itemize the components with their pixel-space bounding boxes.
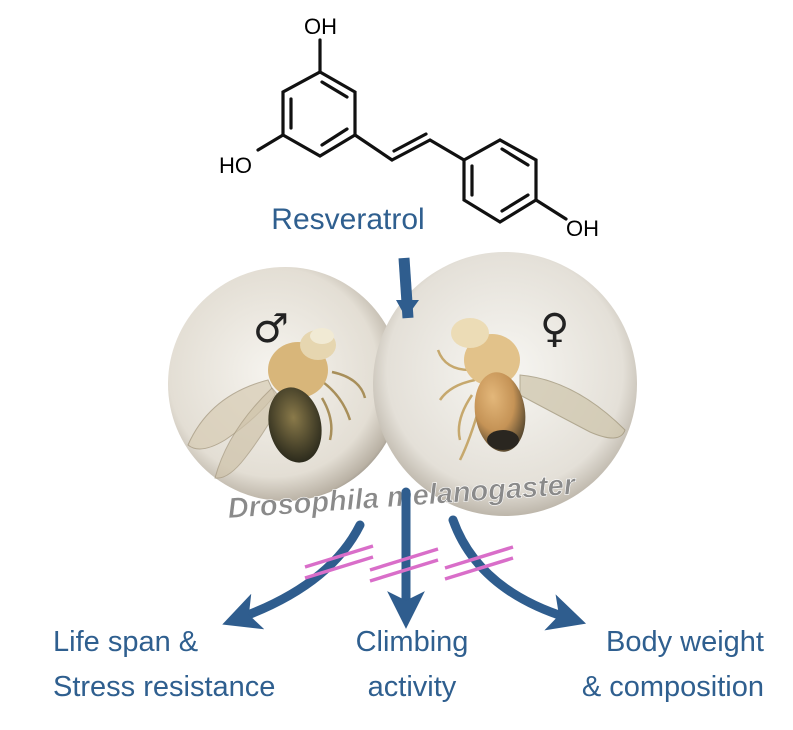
outcome-body-weight-line2: & composition [582, 671, 764, 703]
male-fly-illustration [187, 328, 367, 479]
resorcinol-ring [281, 70, 357, 158]
outcome-climbing-line1: Climbing [356, 626, 469, 658]
no-effect-marks [304, 544, 514, 583]
female-symbol: ♀ [540, 306, 569, 352]
outcome-climbing-line2: activity [368, 671, 457, 703]
atom-ho-left: HO [219, 153, 252, 178]
phenol-ring [462, 138, 538, 224]
outcome-body-weight-line1: Body weight [606, 626, 764, 658]
arrow-compound-to-flies [396, 257, 419, 319]
no-effect-mark-left [304, 544, 374, 580]
compound-name: Resveratrol [271, 203, 424, 236]
arrow-to-body-weight [448, 515, 587, 631]
male-fly-photo [168, 267, 402, 501]
outcome-life-span-line1: Life span & [53, 626, 198, 658]
no-effect-mark-middle [369, 547, 439, 583]
trans-double-bond [353, 132, 466, 162]
outcome-body-weight: Body weight & composition [582, 626, 764, 703]
male-symbol: ♂ [253, 306, 289, 352]
resveratrol-structure: OH HO OH [219, 14, 599, 241]
arrow-to-life-span [222, 520, 365, 630]
atom-oh-right: OH [566, 216, 599, 241]
atom-oh-top: OH [304, 14, 337, 39]
female-fly-photo [373, 252, 637, 516]
no-effect-mark-right [444, 545, 514, 581]
outcome-climbing: Climbing activity [356, 626, 469, 703]
arrows [222, 257, 587, 631]
outcome-life-span-line2: Stress resistance [53, 671, 275, 703]
outcome-life-span: Life span & Stress resistance [53, 626, 275, 703]
bond-oh-right [534, 198, 568, 221]
female-fly-illustration [436, 318, 626, 461]
bond-oh-left [256, 133, 285, 152]
